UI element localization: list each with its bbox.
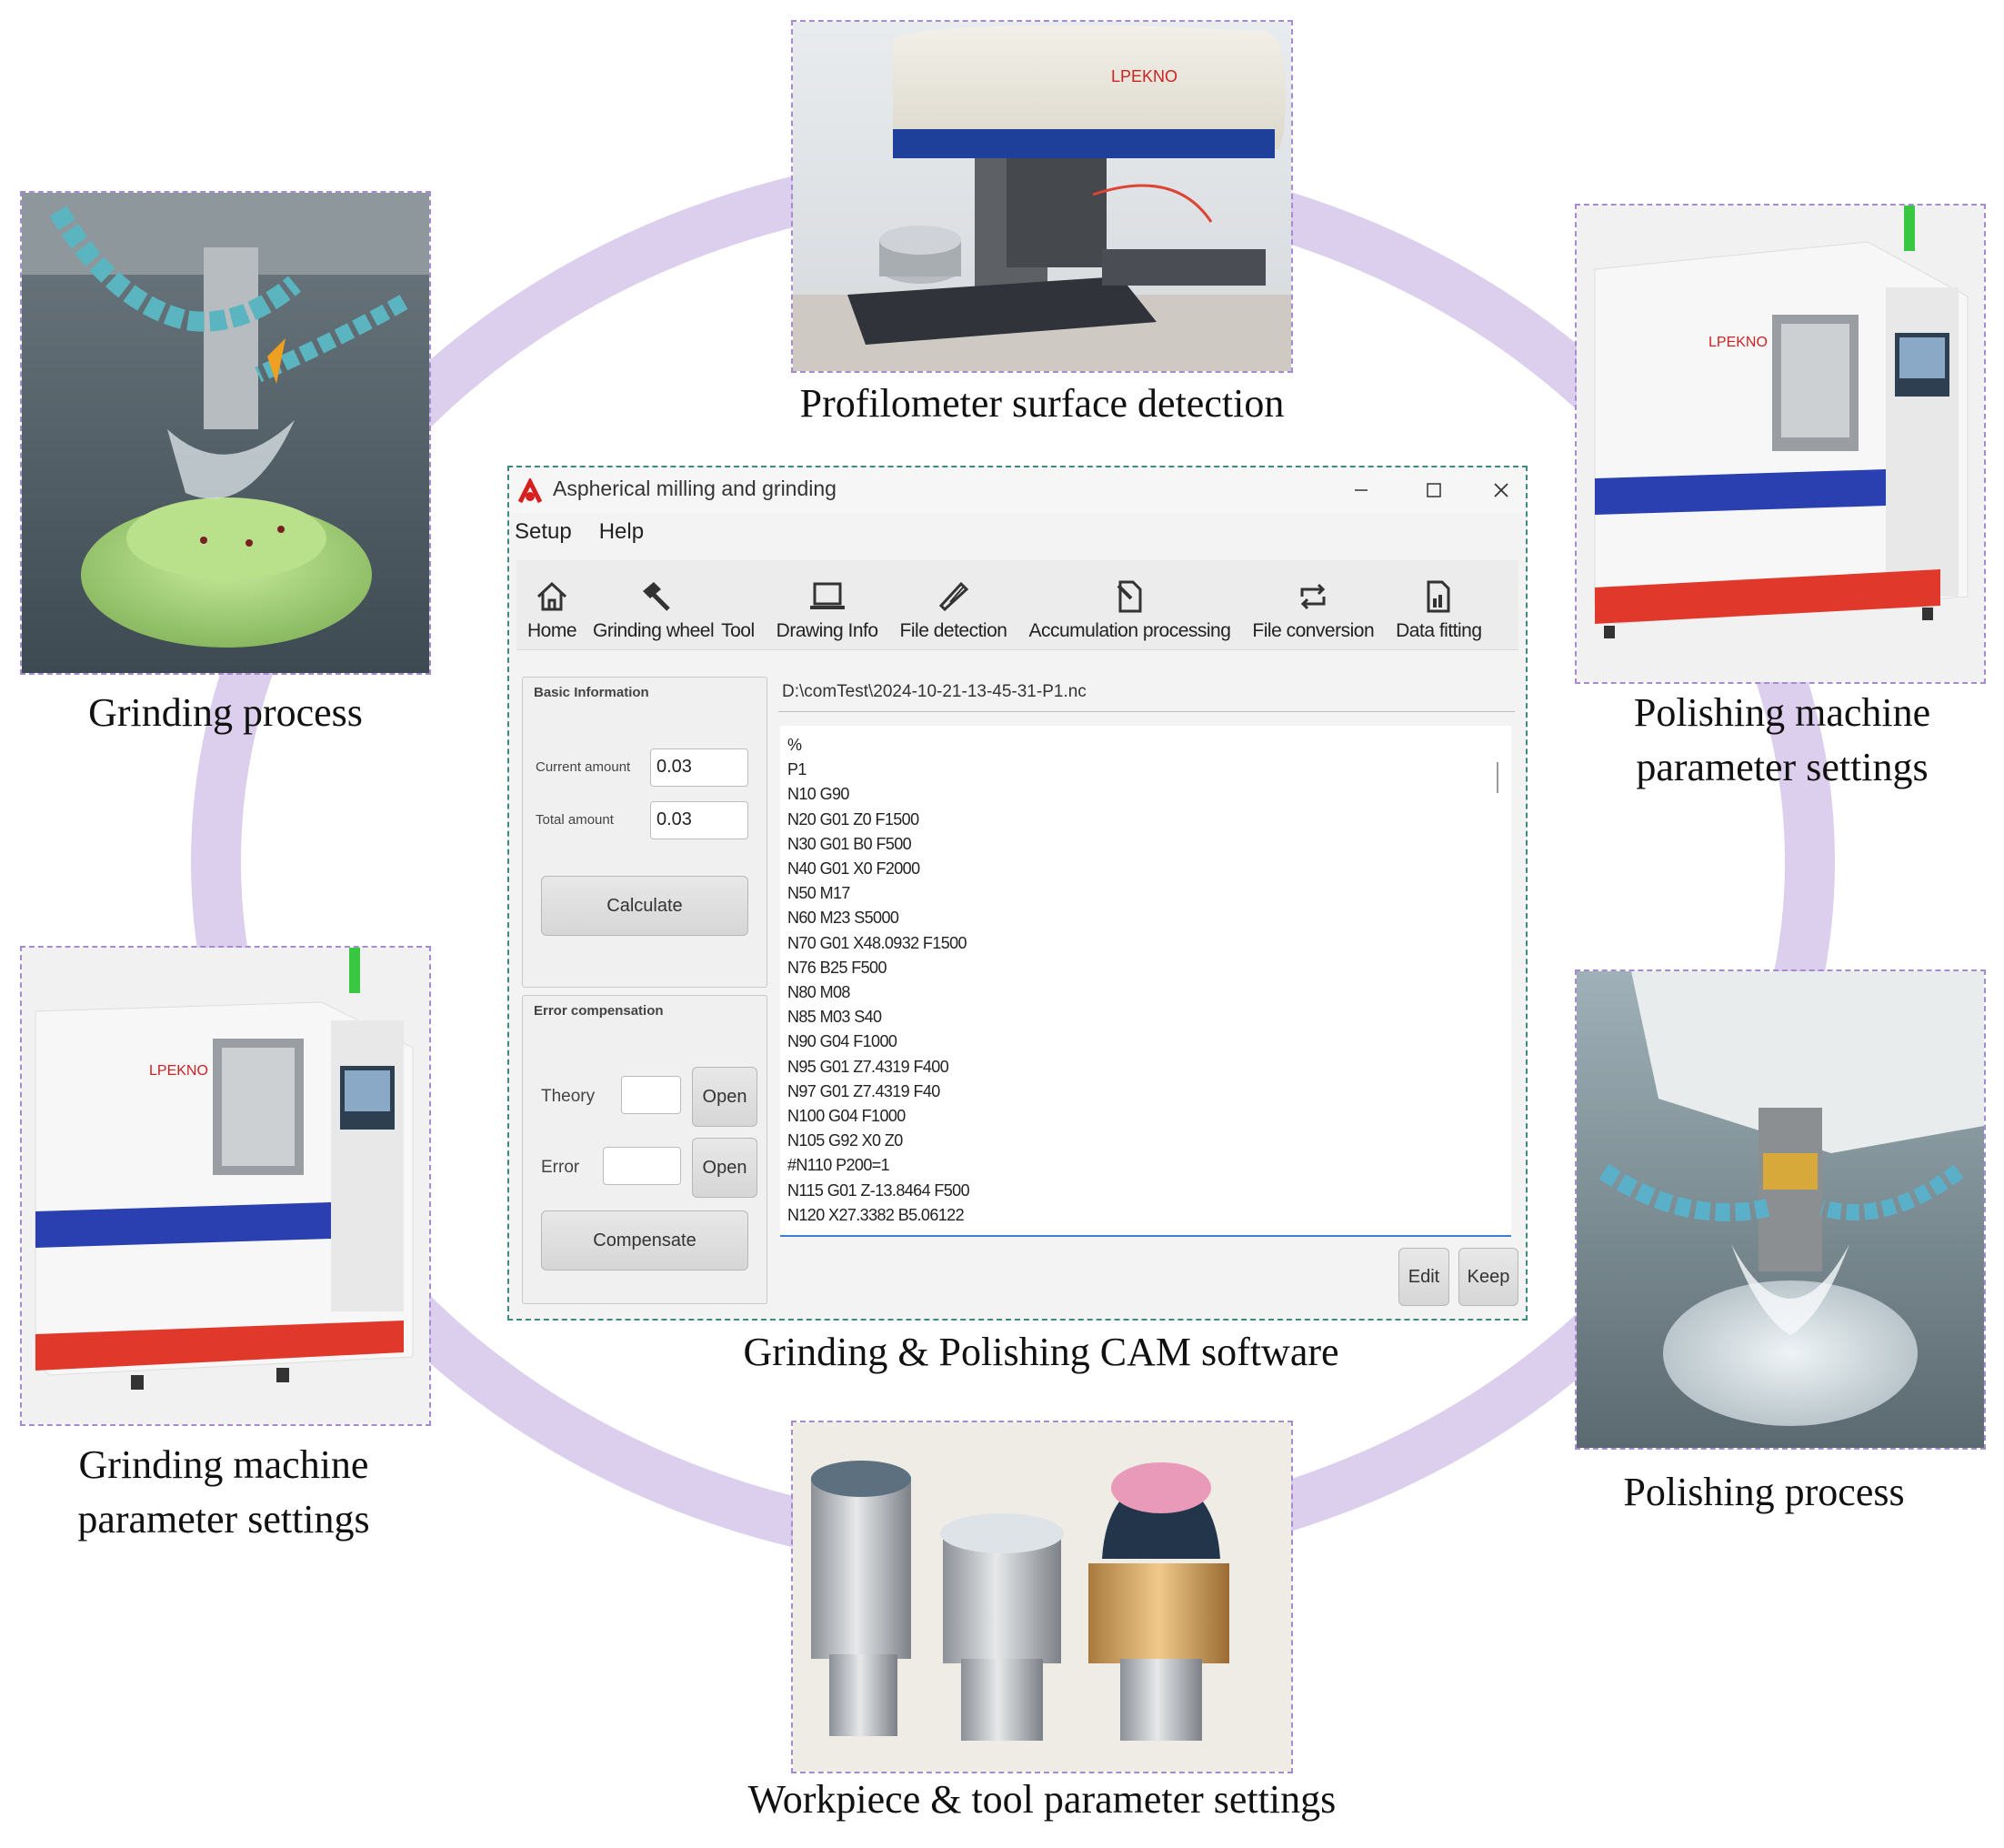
laptop-icon xyxy=(809,582,845,609)
workpiece-tool-photo xyxy=(791,1421,1293,1773)
chart-document-icon xyxy=(1427,580,1450,613)
total-amount-input[interactable]: 0.03 xyxy=(650,801,748,839)
toolbar-home[interactable]: Home xyxy=(527,578,577,649)
current-amount-input[interactable]: 0.03 xyxy=(650,748,748,787)
caption-cam-software: Grinding & Polishing CAM software xyxy=(743,1330,1339,1374)
caption-workpiece-tool: Workpiece & tool parameter settings xyxy=(747,1777,1337,1822)
repeat-icon xyxy=(1300,583,1326,610)
svg-text:LPEKNO: LPEKNO xyxy=(149,1063,208,1079)
edit-button[interactable]: Edit xyxy=(1398,1248,1449,1306)
caption-grinding-process: Grinding process xyxy=(88,690,363,735)
document-edit-icon xyxy=(1117,580,1142,613)
svg-text:LPEKNO: LPEKNO xyxy=(1111,67,1177,85)
caption-profilometer: Profilometer surface detection xyxy=(799,381,1285,426)
toolbar-tool[interactable]: Tool xyxy=(721,620,755,649)
menu-setup[interactable]: Setup xyxy=(515,519,572,544)
nc-code-editor[interactable]: % P1 N10 G90 N20 G01 Z0 F1500 N30 G01 B0… xyxy=(780,726,1511,1237)
toolbar-file-conversion[interactable]: File conversion xyxy=(1252,578,1375,649)
close-button[interactable] xyxy=(1480,473,1522,507)
theory-input[interactable] xyxy=(621,1076,681,1114)
toolbar-label-data-fitting: Data fitting xyxy=(1396,620,1482,641)
hammer-icon xyxy=(642,582,670,611)
caption-grinding-machine-line2: parameter settings xyxy=(77,1497,370,1542)
toolbar-label-accumulation-processing: Accumulation processing xyxy=(1028,620,1231,641)
compensate-button[interactable]: Compensate xyxy=(541,1210,748,1270)
path-underline xyxy=(778,711,1515,712)
polishing-process-photo xyxy=(1575,969,1986,1450)
toolbar-label-file-detection: File detection xyxy=(899,620,1007,641)
toolbar-accumulation-processing[interactable]: Accumulation processing xyxy=(1028,578,1231,649)
toolbar-file-detection[interactable]: File detection xyxy=(900,578,1007,649)
maximize-icon xyxy=(1427,483,1441,497)
minimize-button[interactable] xyxy=(1340,473,1382,507)
caption-polishing-machine-line1: Polishing machine xyxy=(1633,690,1931,735)
theory-open-button[interactable]: Open xyxy=(692,1067,757,1127)
cam-software-window: Aspherical milling and grinding Setup He… xyxy=(507,466,1528,1321)
toolbar-label-tool: Tool xyxy=(721,620,755,641)
grinding-machine-photo: LPEKNO xyxy=(20,946,431,1426)
polishing-machine-photo: LPEKNO xyxy=(1575,204,1986,684)
toolbar-label-home: Home xyxy=(527,620,577,641)
calculate-button[interactable]: Calculate xyxy=(541,876,748,936)
caption-polishing-machine-line2: parameter settings xyxy=(1636,745,1929,789)
error-input[interactable] xyxy=(603,1147,681,1185)
pen-icon xyxy=(938,581,968,612)
caption-polishing-process: Polishing process xyxy=(1623,1470,1905,1514)
menu-help[interactable]: Help xyxy=(598,519,645,544)
theory-label: Theory xyxy=(541,1087,596,1106)
title-bar: Aspherical milling and grinding xyxy=(509,467,1526,513)
error-compensation-title: Error compensation xyxy=(534,1003,664,1019)
file-path: D:\comTest\2024-10-21-13-45-31-P1.nc xyxy=(782,682,1087,701)
close-icon xyxy=(1494,483,1508,497)
basic-info-panel: Basic Information Current amount 0.03 To… xyxy=(522,677,767,988)
nc-code-text: % P1 N10 G90 N20 G01 Z0 F1500 N30 G01 B0… xyxy=(787,736,970,1224)
minimize-icon xyxy=(1355,489,1368,491)
toolbar-label-grinding-wheel: Grinding wheel xyxy=(593,620,715,641)
app-logo-icon xyxy=(517,478,543,504)
keep-button[interactable]: Keep xyxy=(1458,1248,1518,1306)
error-open-button[interactable]: Open xyxy=(692,1138,757,1198)
toolbar: Home Grinding wheel Tool Drawing Info Fi… xyxy=(516,560,1518,650)
error-compensation-panel: Error compensation Theory Open Error Ope… xyxy=(522,995,767,1304)
toolbar-label-file-conversion: File conversion xyxy=(1252,620,1375,641)
window-title: Aspherical milling and grinding xyxy=(553,477,837,500)
toolbar-label-drawing-info: Drawing Info xyxy=(776,620,878,641)
caption-grinding-machine-line1: Grinding machine xyxy=(78,1442,369,1487)
toolbar-data-fitting[interactable]: Data fitting xyxy=(1396,578,1482,649)
editor-scrollbar[interactable] xyxy=(1497,762,1498,793)
profilometer-photo: LPEKNO xyxy=(791,20,1293,373)
home-icon xyxy=(536,581,567,611)
svg-text:LPEKNO: LPEKNO xyxy=(1708,335,1768,350)
error-label: Error xyxy=(541,1158,580,1177)
total-amount-label: Total amount xyxy=(536,812,614,828)
maximize-button[interactable] xyxy=(1413,473,1455,507)
grinding-process-photo xyxy=(20,191,431,675)
toolbar-drawing-info[interactable]: Drawing Info xyxy=(777,578,878,649)
current-amount-label: Current amount xyxy=(536,759,631,775)
toolbar-grinding-wheel[interactable]: Grinding wheel xyxy=(593,578,715,649)
basic-info-title: Basic Information xyxy=(534,685,649,700)
menu-bar: Setup Help xyxy=(509,513,1526,551)
